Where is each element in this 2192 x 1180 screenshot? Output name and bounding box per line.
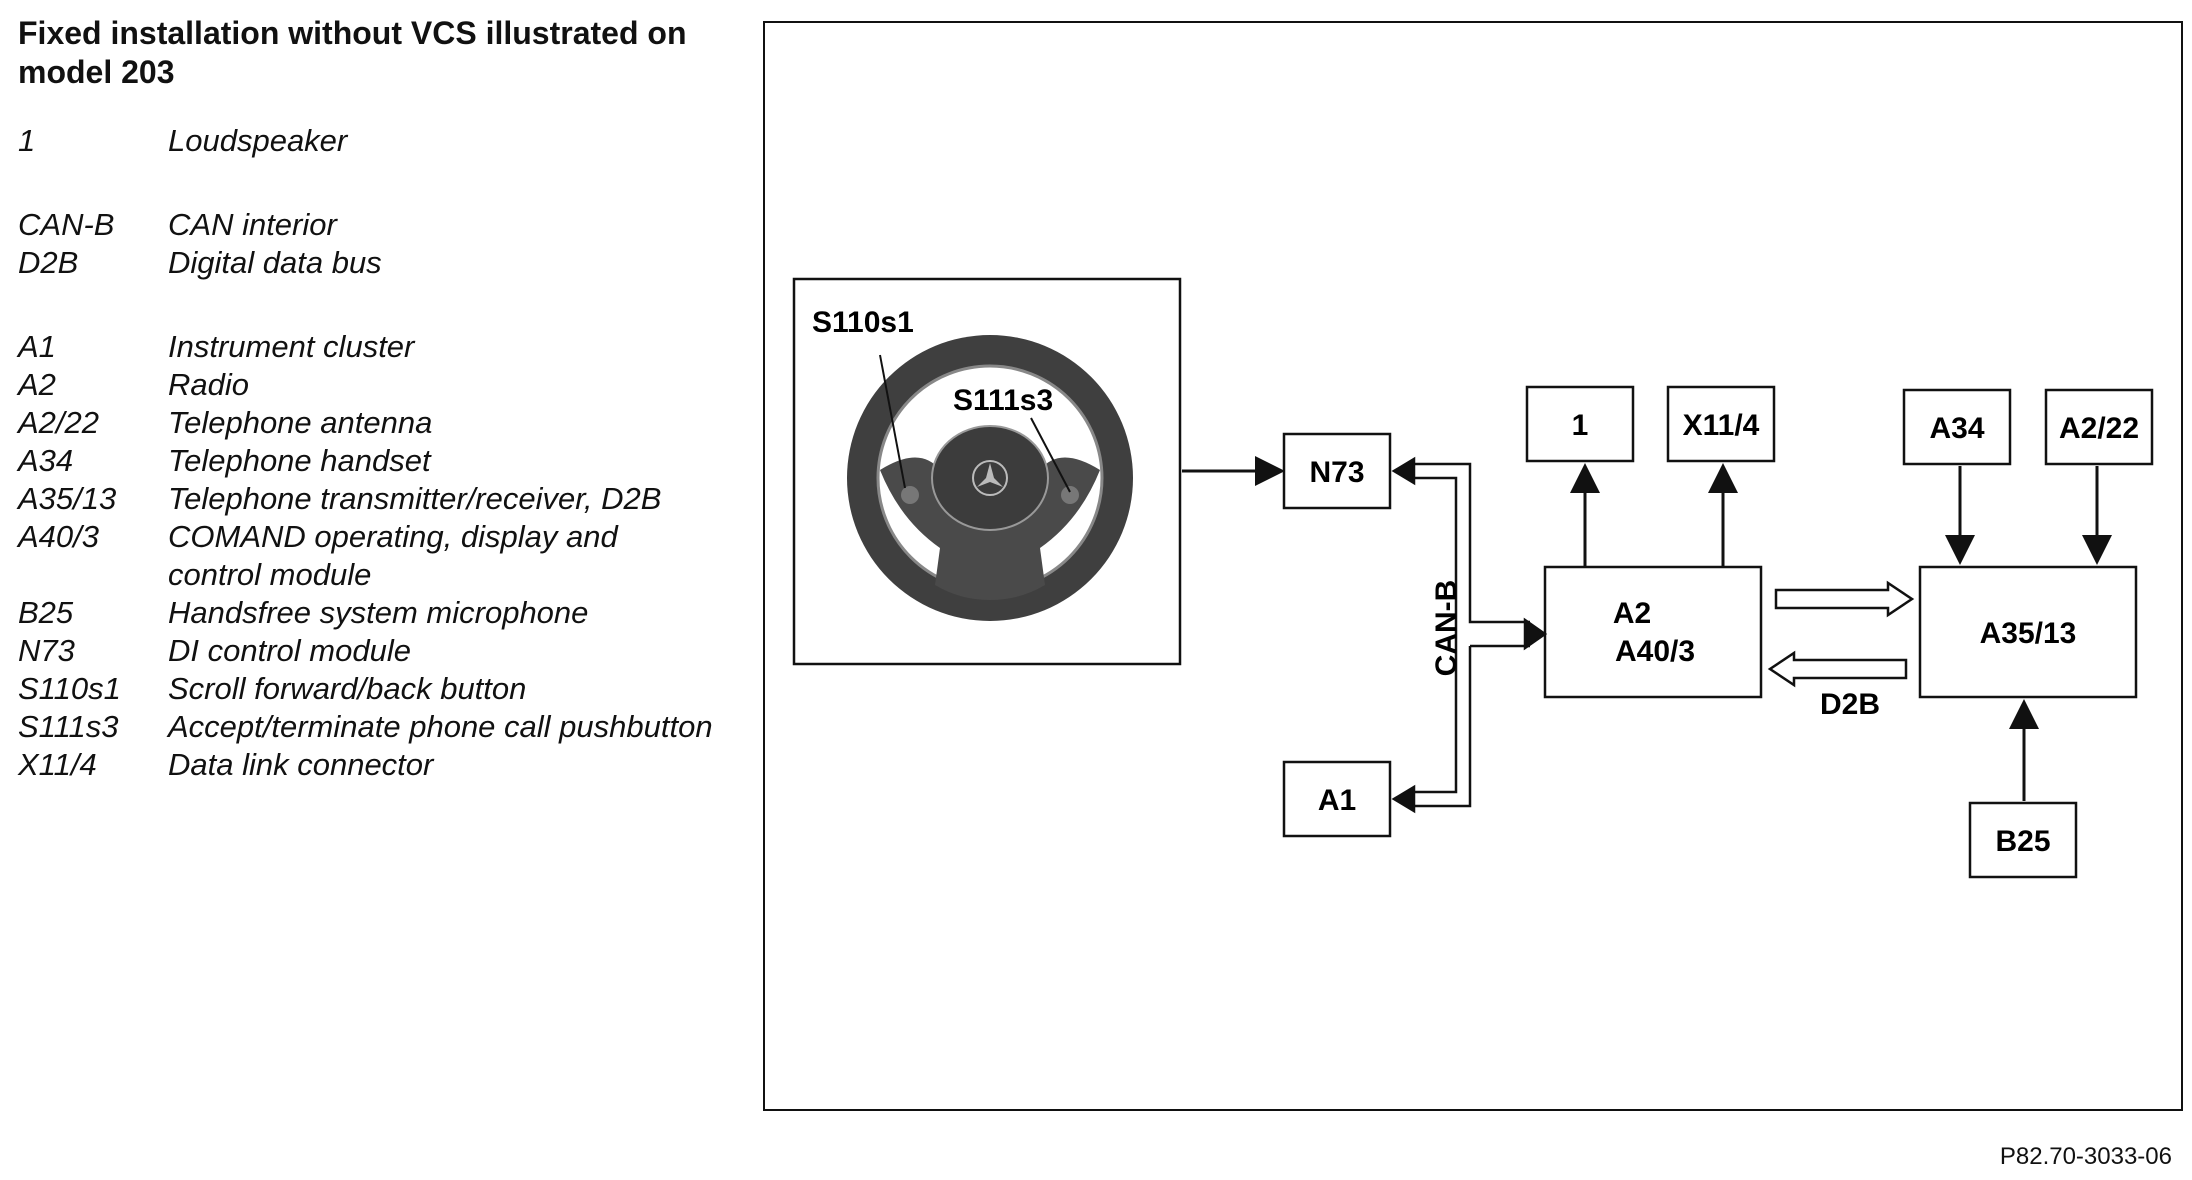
box-a2-a40-3: A2 A40/3: [1543, 565, 1763, 699]
legend-description: Handsfree system microphone: [168, 595, 589, 630]
legend-description: CAN interior: [168, 207, 337, 242]
legend-description: Telephone antenna: [168, 405, 433, 440]
svg-text:A1: A1: [1318, 784, 1356, 817]
legend-item: D2B Digital data bus: [18, 244, 718, 282]
svg-text:A2/22: A2/22: [2059, 412, 2139, 445]
legend-description: Scroll forward/back button: [168, 671, 527, 706]
legend-description: Telephone transmitter/receiver, D2B: [168, 481, 662, 516]
legend-item: A2/22 Telephone antenna: [18, 404, 718, 442]
legend-description: Data link connector: [168, 747, 434, 782]
steering-wheel-picture: S110s1 S111s3: [792, 277, 1182, 666]
callout-s111s3: S111s3: [953, 384, 1053, 417]
legend-code: D2B: [18, 245, 79, 280]
callout-s110s1: S110s1: [812, 306, 914, 339]
svg-text:X11/4: X11/4: [1683, 409, 1760, 442]
legend-description: Accept/terminate phone call pushbutton: [168, 709, 713, 744]
legend-item: A40/3 COMAND operating, display and contr…: [18, 518, 718, 594]
legend-code: A35/13: [18, 481, 117, 516]
legend-description: Loudspeaker: [168, 123, 348, 158]
legend-item: A2 Radio: [18, 366, 718, 404]
box-n73: N73: [1282, 432, 1392, 510]
legend-code: B25: [18, 595, 74, 630]
box-a35-13: A35/13: [1918, 565, 2138, 699]
legend-item: S111s3 Accept/terminate phone call pushbu…: [18, 708, 718, 746]
legend-code: S111s3: [18, 709, 119, 744]
box-b25: B25: [1968, 801, 2078, 879]
legend-description: DI control module: [168, 633, 411, 668]
bus-label-can-b: CAN-B: [1430, 580, 1463, 677]
box-a2-22: A2/22: [2044, 388, 2154, 466]
legend-code: A40/3: [18, 519, 100, 554]
legend-item: A1 Instrument cluster: [18, 328, 718, 366]
svg-text:A40/3: A40/3: [1615, 635, 1695, 668]
legend-description: Radio: [168, 367, 249, 402]
legend-code: A34: [18, 443, 74, 478]
legend-item: A35/13 Telephone transmitter/receiver, D2…: [18, 480, 718, 518]
legend-code: A2: [18, 367, 56, 402]
legend-item: 1 Loudspeaker: [18, 122, 718, 160]
legend-item: S110s1 Scroll forward/back button: [18, 670, 718, 708]
legend-description: Digital data bus: [168, 245, 382, 280]
page-title: Fixed installation without VCS illustrat…: [18, 15, 687, 90]
legend-description: COMAND operating, display and control mo…: [168, 519, 618, 592]
box-a34: A34: [1902, 388, 2012, 466]
legend-code: N73: [18, 633, 75, 668]
legend-description: Instrument cluster: [168, 329, 415, 364]
svg-text:A35/13: A35/13: [1980, 617, 2077, 650]
legend-code: S110s1: [18, 671, 121, 706]
legend-code: CAN-B: [18, 207, 115, 242]
legend-item: A34 Telephone handset: [18, 442, 718, 480]
box-x11-4: X11/4: [1666, 385, 1776, 463]
d2b-arrow-left: [1767, 650, 1908, 688]
svg-text:B25: B25: [1995, 825, 2050, 858]
svg-text:N73: N73: [1309, 456, 1364, 489]
bus-label-d2b: D2B: [1820, 688, 1880, 721]
legend-code: A1: [18, 329, 56, 364]
legend-code: 1: [18, 123, 36, 158]
svg-text:A2: A2: [1613, 597, 1651, 630]
legend-description: Telephone handset: [168, 443, 431, 478]
figure-reference: P82.70-3033-06: [1999, 1143, 2172, 1170]
legend: Fixed installation without VCS illustrat…: [18, 14, 718, 784]
svg-text:A34: A34: [1929, 412, 1984, 445]
legend-code: X11/4: [18, 747, 97, 782]
d2b-arrow-right: [1774, 580, 1915, 618]
diagram-frame: [763, 21, 2183, 1111]
box-loudspeaker: 1: [1525, 385, 1635, 463]
legend-item: CAN-B CAN interior: [18, 206, 718, 244]
legend-item: B25 Handsfree system microphone: [18, 594, 718, 632]
legend-code: A2/22: [18, 405, 100, 440]
svg-text:1: 1: [1572, 409, 1589, 442]
can-b-bus: [1391, 456, 1548, 814]
box-a1: A1: [1282, 760, 1392, 838]
legend-item: X11/4 Data link connector: [18, 746, 718, 784]
legend-item: N73 DI control module: [18, 632, 718, 670]
